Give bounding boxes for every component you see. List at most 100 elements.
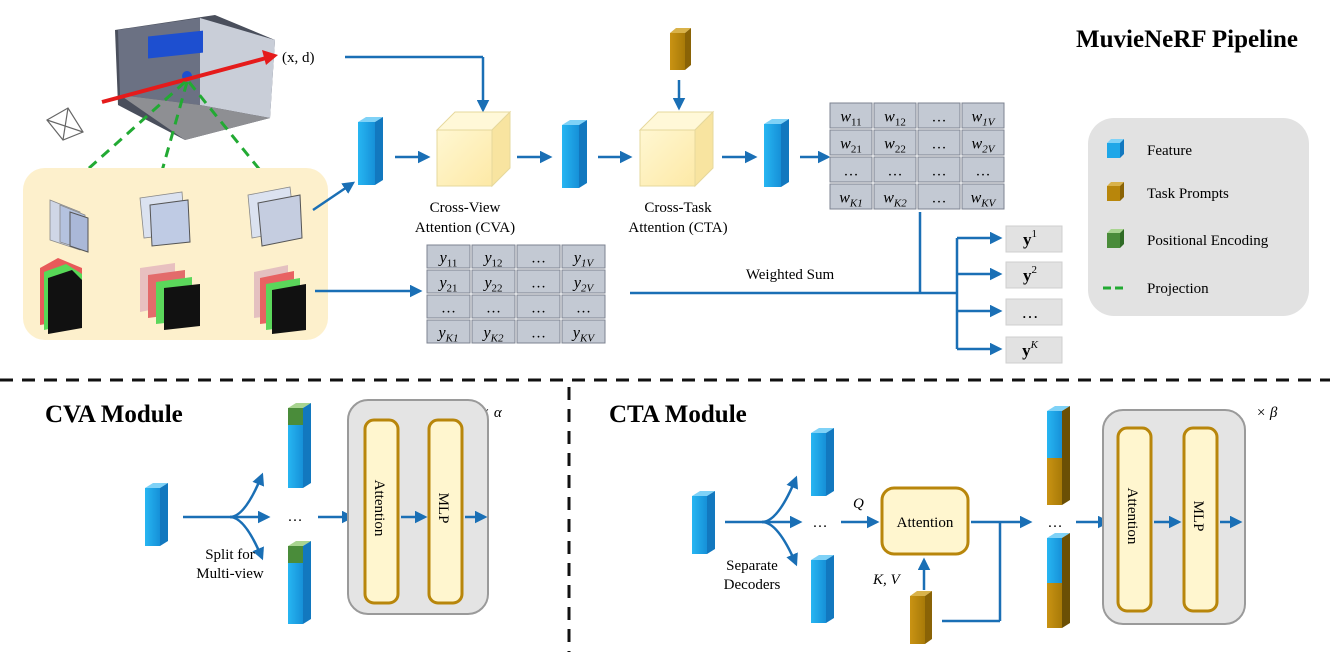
y-matrix-cell — [516, 244, 561, 269]
y-matrix-cell — [471, 319, 516, 344]
y-matrix-cell-text: … — [486, 301, 501, 317]
projection-lines — [76, 80, 270, 181]
camera-icon — [46, 107, 84, 141]
y-matrix-cell-text: yK1 — [437, 325, 459, 345]
cva-cube — [435, 110, 512, 188]
cva-input-feature — [145, 483, 168, 546]
w-matrix-cell — [917, 102, 961, 129]
legend-swatch-side — [1120, 182, 1124, 201]
y-matrix-cell-text: … — [531, 326, 546, 342]
task-prompt-bar-top — [670, 28, 691, 70]
cva-mlp-box — [427, 418, 464, 605]
feature-bar-1 — [358, 117, 383, 185]
y-matrix-cell-text: yKV — [571, 325, 595, 345]
y-matrix-cell — [471, 244, 516, 269]
cva-ellipsis: … — [288, 509, 303, 525]
depth-maps-1 — [40, 258, 82, 334]
legend-label: Projection — [1147, 281, 1209, 297]
y-matrix-cell — [516, 269, 561, 294]
source-view-3 — [247, 186, 303, 247]
output-box — [1005, 298, 1063, 326]
w-matrix-cell-text: w12 — [884, 109, 906, 129]
cta-attention-box-label: Attention — [897, 515, 954, 531]
cta-attention-box — [880, 486, 970, 556]
output-label: y1 — [1023, 228, 1037, 249]
w-matrix-cell — [961, 156, 1005, 183]
output-label: … — [1022, 303, 1039, 322]
output-box — [1005, 336, 1063, 364]
y-matrix-cell — [561, 294, 606, 319]
views-to-feature-arrow — [312, 181, 356, 212]
feature-bar-3 — [764, 119, 789, 187]
y-matrix-cell-text: y21 — [437, 275, 457, 295]
cta-task-prompt-bar — [910, 591, 932, 644]
w-matrix-cell-text: … — [932, 191, 947, 207]
cva-view-feature-bottom — [288, 541, 311, 624]
y-matrix-cell-text: … — [531, 251, 546, 267]
output-label: yK — [1022, 339, 1039, 360]
w-matrix-cell-text: … — [932, 110, 947, 126]
w-matrix-cell — [917, 129, 961, 156]
w-matrix-cell-text: w21 — [840, 136, 862, 156]
ray-label: (x, d) — [282, 50, 315, 66]
y-matrix-cell-text: y12 — [482, 250, 502, 270]
w-matrix-cell-text: wK2 — [883, 190, 907, 210]
cta-label-line2: Attention (CTA) — [628, 220, 727, 236]
sep-label-line1: Separate — [726, 558, 778, 574]
cva-mlp-label: MLP — [435, 493, 451, 524]
y-matrix-cell-text: … — [531, 276, 546, 292]
y-matrix-cell-text: y11 — [438, 250, 458, 270]
legend-swatch — [1107, 186, 1120, 201]
cta-mlp-box — [1182, 426, 1219, 613]
w-matrix-cell-text: wK1 — [839, 190, 863, 210]
w-matrix-cell-text: … — [976, 164, 991, 180]
w-matrix-cell-text: … — [844, 164, 859, 180]
w-matrix-cell-text: w2V — [972, 136, 996, 156]
cta-ellipsis-2: … — [1048, 515, 1063, 531]
cta-mlp-label: MLP — [1190, 501, 1206, 532]
cva-view-feature-top — [288, 403, 311, 488]
cva-attention-label: Attention — [371, 480, 387, 537]
output-label: y2 — [1023, 264, 1037, 285]
y-matrix-cell — [516, 294, 561, 319]
cta-decoder-feature-top — [811, 428, 834, 496]
source-view-1 — [49, 199, 89, 253]
legend-label: Feature — [1147, 143, 1192, 159]
w-matrix-cell-text: w1V — [972, 109, 996, 129]
w-matrix-cell-text: … — [888, 164, 903, 180]
y-matrix-cell — [426, 319, 471, 344]
w-matrix-cell — [961, 102, 1005, 129]
pipeline-title: MuvieNeRF Pipeline — [1076, 26, 1298, 53]
legend-swatch-top — [1107, 139, 1124, 143]
legend-swatch-side — [1120, 139, 1124, 158]
y-matrix-cell-text: y1V — [572, 250, 595, 270]
legend-label: Positional Encoding — [1147, 233, 1269, 249]
w-matrix-cell — [873, 102, 917, 129]
output-branches — [957, 231, 1003, 356]
cta-ellipsis-1: … — [813, 515, 828, 531]
depth-maps-3 — [254, 265, 306, 334]
cta-decoder-feature-bottom — [811, 555, 834, 623]
outputs-list: y1 y2 … yK — [1005, 225, 1063, 364]
feature-bar-2 — [562, 120, 587, 188]
w-matrix-cell-text: … — [932, 137, 947, 153]
y-matrix-cell-text: … — [441, 301, 456, 317]
ray-arrowhead — [262, 50, 278, 65]
w-matrix-cell — [829, 156, 873, 183]
cta-repeat-label: × β — [1256, 405, 1278, 421]
cta-input-feature — [692, 491, 715, 554]
y-matrix-cell — [426, 269, 471, 294]
w-matrix-cell — [873, 129, 917, 156]
w-matrix-cell — [961, 183, 1005, 210]
w-matrix-cell — [873, 183, 917, 210]
sep-label-line2: Decoders — [724, 577, 781, 593]
cva-module-title: CVA Module — [45, 401, 183, 428]
cva-label-line2: Attention (CVA) — [415, 220, 515, 236]
depth-maps-2 — [140, 263, 200, 330]
y-matrix-cell — [471, 294, 516, 319]
legend-swatch — [1107, 143, 1120, 158]
